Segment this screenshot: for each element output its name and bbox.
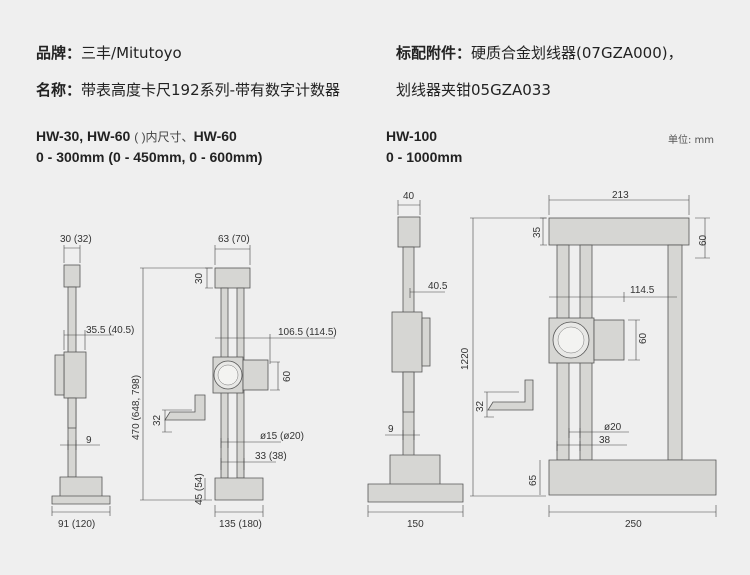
dim-left-head-width: 30 (32) xyxy=(60,234,92,245)
dim-right-counter-reach: 114.5 xyxy=(630,285,655,296)
dim-right-total-height: 1220 xyxy=(460,347,471,370)
dim-left-base-height: 45 (54) xyxy=(194,473,205,505)
dim-left-scriber-offset: 35.5 (40.5) xyxy=(86,325,134,336)
dim-left-base-width: 135 (180) xyxy=(219,519,262,530)
dim-left-top-height: 30 xyxy=(194,272,205,284)
dim-left-scriber-height: 32 xyxy=(152,414,163,426)
name-value: 带表高度卡尺192系列-带有数字计数器 xyxy=(81,81,341,99)
brand-row: 品牌：三丰/Mitutoyo xyxy=(36,42,182,63)
dim-left-scriber-thk: 9 xyxy=(86,435,92,446)
dim-left-counter-reach: 106.5 (114.5) xyxy=(278,327,337,338)
dim-left-column-pitch: 33 (38) xyxy=(255,451,287,462)
dim-left-counter-height: 60 xyxy=(282,370,293,382)
dim-right-base-height: 65 xyxy=(528,474,539,486)
dim-right-top-right: 60 xyxy=(698,234,709,246)
dim-left-base-depth: 91 (120) xyxy=(58,519,95,530)
dim-right-base-width: 250 xyxy=(625,519,642,530)
left-range: 0 - 300mm (0 - 450mm, 0 - 600mm) xyxy=(36,149,263,165)
dim-left-total-height: 470 (648, 798) xyxy=(131,375,142,440)
brand-value: 三丰/Mitutoyo xyxy=(81,44,182,62)
dim-left-top-width: 63 (70) xyxy=(218,234,250,245)
brand-label: 品牌： xyxy=(36,44,82,62)
left-model2: HW-60 xyxy=(193,128,237,144)
dim-right-counter-height: 60 xyxy=(638,332,649,344)
name-label: 名称： xyxy=(36,81,82,99)
name-row: 名称：带表高度卡尺192系列-带有数字计数器 xyxy=(36,79,340,100)
dim-right-base-depth: 150 xyxy=(407,519,424,530)
dim-right-column-pitch: 38 xyxy=(599,435,611,446)
side-view-small xyxy=(51,245,114,516)
left-models: HW-30, HW-60 xyxy=(36,128,131,144)
dim-right-top-height: 35 xyxy=(532,226,543,238)
right-range: 0 - 1000mm xyxy=(386,149,463,165)
front-view-large xyxy=(470,195,717,517)
dim-right-head-width: 40 xyxy=(403,191,415,202)
accessory-value-2: 划线器夹钳05GZA033 xyxy=(396,81,551,99)
dim-right-scriber-height: 32 xyxy=(475,400,486,412)
left-note: ( )内尺寸、 xyxy=(134,130,194,144)
dim-right-column-dia: ø20 xyxy=(604,422,622,433)
dim-right-top-width: 213 xyxy=(612,190,629,201)
dim-right-scriber-thk: 9 xyxy=(388,424,394,435)
unit-label: 单位: mm xyxy=(668,135,715,146)
accessory-row-2: 划线器夹钳05GZA033 xyxy=(396,79,551,100)
side-view-large xyxy=(367,200,464,517)
dim-left-column-dia: ø15 (ø20) xyxy=(260,431,304,442)
accessory-row: 标配附件：硬质合金划线器(07GZA000)， xyxy=(396,42,683,63)
front-view-small xyxy=(140,245,335,517)
accessory-value-1: 硬质合金划线器(07GZA000)， xyxy=(471,44,683,62)
left-title: HW-30, HW-60 ( )内尺寸、HW-60 xyxy=(36,128,237,145)
dim-right-scriber-offset: 40.5 xyxy=(428,281,448,292)
accessory-label: 标配附件： xyxy=(396,44,472,62)
right-title: HW-100 xyxy=(386,128,438,144)
